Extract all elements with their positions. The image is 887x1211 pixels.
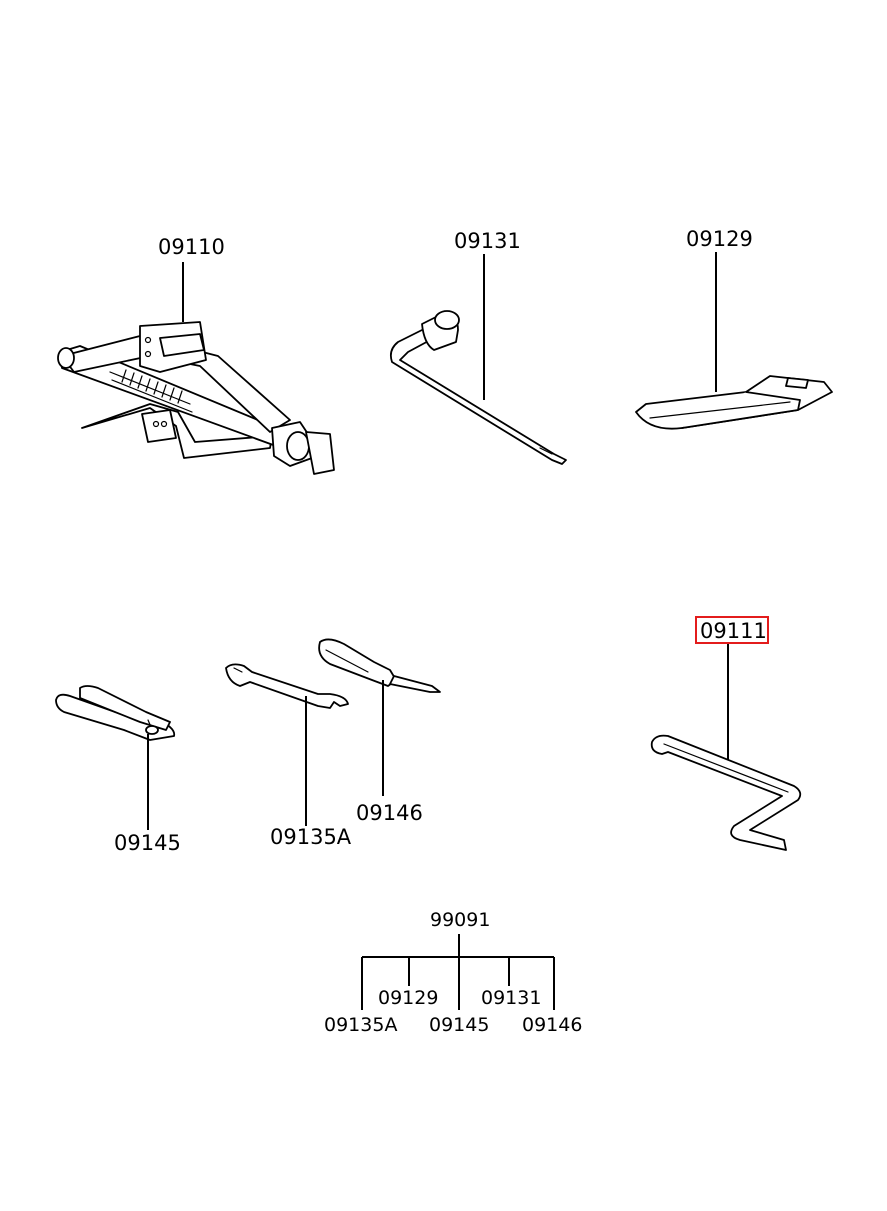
part-label-wheel-wrench: 09131 <box>454 229 521 253</box>
pliers-illustration <box>55 685 176 741</box>
kit-member-label: 09129 <box>378 987 438 1009</box>
part-label-pliers: 09145 <box>114 831 181 855</box>
part-label-jack: 09110 <box>158 235 225 259</box>
part-label-screwdriver: 09146 <box>356 801 423 825</box>
kit-tree-lines <box>361 934 555 1010</box>
kit-member-label: 09145 <box>429 1014 489 1036</box>
jack-handle-illustration <box>650 734 802 851</box>
screwdriver-illustration <box>318 638 441 693</box>
kit-member-label: 09146 <box>522 1014 582 1036</box>
kit-member-label: 09131 <box>481 987 541 1009</box>
highlight-box <box>695 616 769 644</box>
part-label-jack-handle: 09111 <box>700 619 767 643</box>
wheel-wrench-illustration <box>389 310 567 465</box>
part-label-jack-plate: 09129 <box>686 227 753 251</box>
spanner-illustration <box>225 663 349 709</box>
jack-plate-illustration <box>635 375 833 430</box>
jack-illustration <box>57 321 335 475</box>
part-label-spanner: 09135A <box>270 825 352 849</box>
kit-member-label: 09135A <box>324 1014 397 1036</box>
kit-number: 99091 <box>430 909 490 931</box>
